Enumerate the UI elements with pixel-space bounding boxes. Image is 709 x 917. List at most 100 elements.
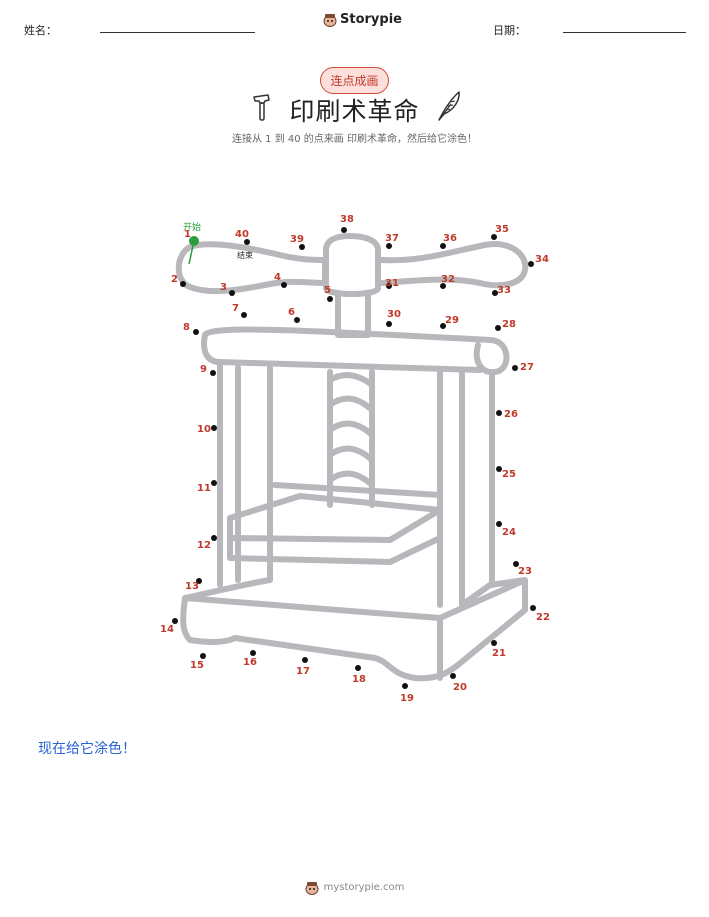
start-label: 开始 <box>183 221 201 233</box>
dot-label-36: 36 <box>443 233 457 244</box>
dot-label-37: 37 <box>385 233 399 244</box>
dot-21[interactable] <box>491 640 497 646</box>
dot-label-35: 35 <box>495 224 509 235</box>
dot-label-12: 12 <box>197 540 211 551</box>
dot-label-2: 2 <box>171 274 178 285</box>
dot-label-20: 20 <box>453 682 467 693</box>
dot-26[interactable] <box>496 410 502 416</box>
dot-label-26: 26 <box>504 409 518 420</box>
dot-16[interactable] <box>250 650 256 656</box>
dot-label-24: 24 <box>502 527 516 538</box>
date-line[interactable] <box>563 32 686 33</box>
footer: mystorypie.com <box>0 880 709 895</box>
quill-feather-icon <box>438 91 460 121</box>
name-line[interactable] <box>100 32 255 33</box>
dot-label-9: 9 <box>200 364 207 375</box>
dot-28[interactable] <box>495 325 501 331</box>
page-title: 印刷术革命 <box>289 97 420 126</box>
dot-10[interactable] <box>211 425 217 431</box>
dot-label-11: 11 <box>197 483 211 494</box>
dot-25[interactable] <box>496 466 502 472</box>
start-marker[interactable]: 开始 <box>183 221 201 265</box>
printing-press-outline <box>175 233 529 682</box>
dot-4[interactable] <box>281 282 287 288</box>
dot-15[interactable] <box>200 653 206 659</box>
dot-35[interactable] <box>491 234 497 240</box>
dot-label-8: 8 <box>183 322 190 333</box>
dot-32[interactable] <box>440 283 446 289</box>
dot-9[interactable] <box>210 370 216 376</box>
dot-2[interactable] <box>180 281 186 287</box>
dot-29[interactable] <box>440 323 446 329</box>
dot-20[interactable] <box>450 673 456 679</box>
dot-label-38: 38 <box>340 214 354 225</box>
dot-37[interactable] <box>386 243 392 249</box>
brand-logo: Storypie <box>323 12 402 27</box>
dot-label-7: 7 <box>232 303 239 314</box>
dot-19[interactable] <box>402 683 408 689</box>
dot-label-15: 15 <box>190 660 204 671</box>
dot-27[interactable] <box>512 365 518 371</box>
name-label: 姓名： <box>24 24 57 37</box>
dot-label-31: 31 <box>385 278 399 289</box>
dot-label-34: 34 <box>535 254 549 265</box>
color-it-prompt: 现在给它涂色！ <box>38 741 136 757</box>
dot-label-28: 28 <box>502 319 516 330</box>
dot-label-22: 22 <box>536 612 550 623</box>
dot-label-13: 13 <box>185 581 199 592</box>
dot-39[interactable] <box>299 244 305 250</box>
dot-label-40: 40 <box>235 229 249 240</box>
dot-34[interactable] <box>528 261 534 267</box>
dot-label-32: 32 <box>441 274 455 285</box>
dot-label-18: 18 <box>352 674 366 685</box>
hammer-icon <box>253 94 270 121</box>
dot-label-6: 6 <box>288 307 295 318</box>
footer-site-link[interactable]: mystorypie.com <box>323 882 405 893</box>
dot-12[interactable] <box>211 535 217 541</box>
dot-label-19: 19 <box>400 693 414 704</box>
dot-label-4: 4 <box>274 272 281 283</box>
dot-label-29: 29 <box>445 315 459 326</box>
dot-18[interactable] <box>355 665 361 671</box>
end-label: 结束 <box>237 250 253 260</box>
dot-label-14: 14 <box>160 624 174 635</box>
dot-label-27: 27 <box>520 362 534 373</box>
instructions: 连接从 1 到 40 的点来画 印刷术革命，然后给它涂色！ <box>232 134 477 145</box>
dot-30[interactable] <box>386 321 392 327</box>
dot-22[interactable] <box>530 605 536 611</box>
dot-40[interactable] <box>244 239 250 245</box>
dot-23[interactable] <box>513 561 519 567</box>
dot-13[interactable] <box>196 578 202 584</box>
dot-label-10: 10 <box>197 424 211 435</box>
dot-8[interactable] <box>193 329 199 335</box>
dot-label-30: 30 <box>387 309 401 320</box>
date-label: 日期： <box>493 24 526 37</box>
dot-label-21: 21 <box>492 648 506 659</box>
dot-5[interactable] <box>327 296 333 302</box>
dot-6[interactable] <box>294 317 300 323</box>
dot-24[interactable] <box>496 521 502 527</box>
dot-3[interactable] <box>229 290 235 296</box>
dot-31[interactable] <box>386 283 392 289</box>
dot-label-33: 33 <box>497 285 511 296</box>
dot-label-3: 3 <box>220 282 227 293</box>
activity-badge: 连点成画 <box>320 67 389 94</box>
dot-label-23: 23 <box>518 566 532 577</box>
dot-label-17: 17 <box>296 666 310 677</box>
dot-17[interactable] <box>302 657 308 663</box>
dot-label-5: 5 <box>324 285 331 296</box>
storypie-mascot-icon <box>305 882 319 895</box>
storypie-mascot-icon <box>323 14 337 27</box>
dot-14[interactable] <box>172 618 178 624</box>
dot-label-39: 39 <box>290 234 304 245</box>
dot-11[interactable] <box>211 480 217 486</box>
dot-38[interactable] <box>341 227 347 233</box>
dot-33[interactable] <box>492 290 498 296</box>
dot-36[interactable] <box>440 243 446 249</box>
dot-label-16: 16 <box>243 657 257 668</box>
dot-label-25: 25 <box>502 469 516 480</box>
dot-label-1: 1 <box>184 229 191 240</box>
dot-7[interactable] <box>241 312 247 318</box>
